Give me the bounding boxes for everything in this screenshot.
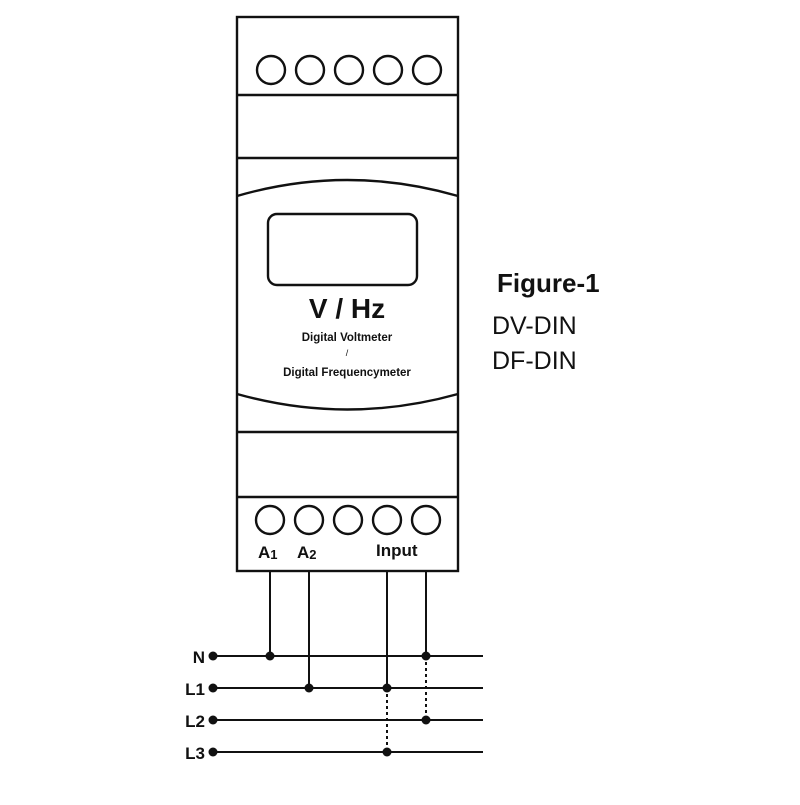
line-n-terminal-dot	[208, 651, 218, 661]
top-terminal-screw	[294, 54, 326, 86]
device-separator: /	[346, 348, 349, 358]
junction-input-2-l2	[421, 715, 431, 725]
meter-housing	[235, 15, 460, 573]
line-l1-terminal-dot	[208, 683, 218, 693]
line-label-l1: L1	[185, 680, 205, 699]
device-line-frequencymeter: Digital Frequencymeter	[283, 367, 411, 379]
junction-dots	[265, 651, 431, 757]
device-line-voltmeter: Digital Voltmeter	[302, 332, 393, 344]
line-label-l3: L3	[185, 744, 205, 763]
top-terminal-screw	[333, 54, 365, 86]
figure-model-2: DF-DIN	[492, 347, 577, 375]
connection-wires	[269, 571, 427, 688]
front-panel-bottom-curve	[236, 392, 459, 411]
top-terminal-block	[255, 54, 443, 86]
front-panel-top-curve	[236, 178, 459, 198]
terminal-screw-a1	[254, 504, 286, 536]
supply-line-terminals	[208, 651, 218, 757]
figure-model-1: DV-DIN	[492, 312, 577, 340]
bottom-terminal-block	[254, 504, 442, 536]
junction-a2-l1	[304, 683, 314, 693]
device-title: V / Hz	[309, 293, 385, 324]
terminal-label-a2: A2	[297, 543, 317, 562]
line-label-l2: L2	[185, 712, 205, 731]
terminal-screw-input-1	[371, 504, 403, 536]
top-terminal-screw	[255, 54, 287, 86]
housing-outline	[235, 15, 460, 573]
junction-a1-n	[265, 651, 275, 661]
line-label-n: N	[193, 648, 205, 667]
supply-lines	[213, 655, 483, 753]
figure-title: Figure-1	[497, 268, 600, 298]
terminal-screw-input-2	[410, 504, 442, 536]
terminal-screw-unused	[332, 504, 364, 536]
line-l3-terminal-dot	[208, 747, 218, 757]
optional-connection-wires	[386, 656, 427, 752]
terminal-screw-a2	[293, 504, 325, 536]
junction-input-1-l3	[382, 747, 392, 757]
display-window	[266, 212, 419, 287]
terminal-label-input: Input	[376, 541, 418, 560]
line-l2-terminal-dot	[208, 715, 218, 725]
junction-input-1-l1	[382, 683, 392, 693]
terminal-label-a1: A1	[258, 543, 278, 562]
junction-input-2-n	[421, 651, 431, 661]
top-terminal-screw	[411, 54, 443, 86]
top-terminal-screw	[372, 54, 404, 86]
